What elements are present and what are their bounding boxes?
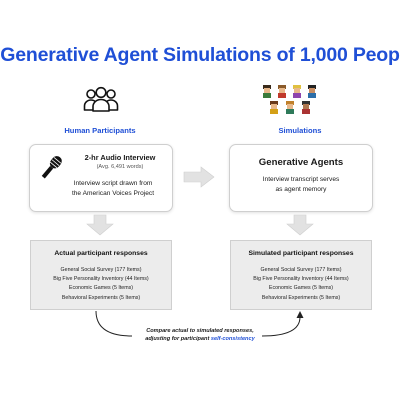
people-group-icon (83, 86, 119, 112)
actual-responses-list: General Social Survey (177 Items) Big Fi… (31, 266, 171, 303)
human-participants-header: Human Participants (64, 126, 136, 135)
pixel-agent-sprites-icon (263, 85, 316, 114)
audio-interview-desc-2: the American Voices Project (71, 190, 155, 197)
list-item: Behavioral Experiments (5 Items) (61, 294, 141, 301)
list-item: Behavioral Experiments (5 Items) (261, 294, 341, 301)
comparison-caption-prefix: adjusting for participant (145, 336, 211, 342)
down-arrow-right-icon (286, 214, 314, 236)
sprite-4-icon (308, 85, 316, 98)
simulations-header: Simulations (278, 126, 322, 135)
list-item: General Social Survey (177 Items) (260, 267, 342, 273)
audio-interview-card: 2-hr Audio Interview (Avg. 6,491 words) … (29, 144, 173, 212)
list-item: Big Five Personality Inventory (44 Items… (53, 276, 149, 283)
simulated-responses-list: General Social Survey (177 Items) Big Fi… (231, 266, 371, 303)
sprite-2-icon (278, 85, 286, 98)
actual-responses-title: Actual participant responses (54, 250, 148, 257)
actual-responses-box: Actual participant responses General Soc… (30, 240, 172, 310)
list-item: General Social Survey (177 Items) (60, 267, 142, 273)
comparison-caption-line2: adjusting for participant self-consisten… (135, 335, 265, 343)
microphone-icon (41, 156, 62, 179)
sprite-6-icon (286, 101, 294, 114)
simulated-responses-box: Simulated participant responses General … (230, 240, 372, 310)
comparison-caption-line1: Compare actual to simulated responses, (146, 328, 254, 334)
generative-agents-card: Generative Agents Interview transcript s… (229, 144, 373, 212)
generative-agents-desc-1: Interview transcript serves (262, 176, 340, 183)
comparison-caption: Compare actual to simulated responses, a… (135, 327, 265, 343)
sprite-3-icon (293, 85, 301, 98)
page-title: Generative Agent Simulations of 1,000 Pe… (0, 44, 400, 66)
audio-interview-title: 2-hr Audio Interview (84, 153, 156, 162)
down-arrow-left-icon (86, 214, 114, 236)
simulated-responses-title: Simulated participant responses (248, 250, 354, 257)
sprite-5-icon (270, 101, 278, 114)
sprite-7-icon (302, 101, 310, 114)
audio-interview-subtitle: (Avg. 6,491 words) (96, 164, 144, 170)
right-arrow-icon (183, 166, 215, 188)
list-item: Economic Games (5 Items) (68, 285, 134, 292)
sprite-1-icon (263, 85, 271, 98)
audio-interview-desc-1: Interview script drawn from (73, 180, 153, 187)
list-item: Big Five Personality Inventory (44 Items… (253, 276, 349, 283)
generative-agents-title: Generative Agents (258, 157, 344, 168)
self-consistency-emphasis: self-consistency (210, 336, 255, 342)
list-item: Economic Games (5 Items) (268, 285, 334, 292)
generative-agents-desc-2: as agent memory (275, 186, 327, 193)
